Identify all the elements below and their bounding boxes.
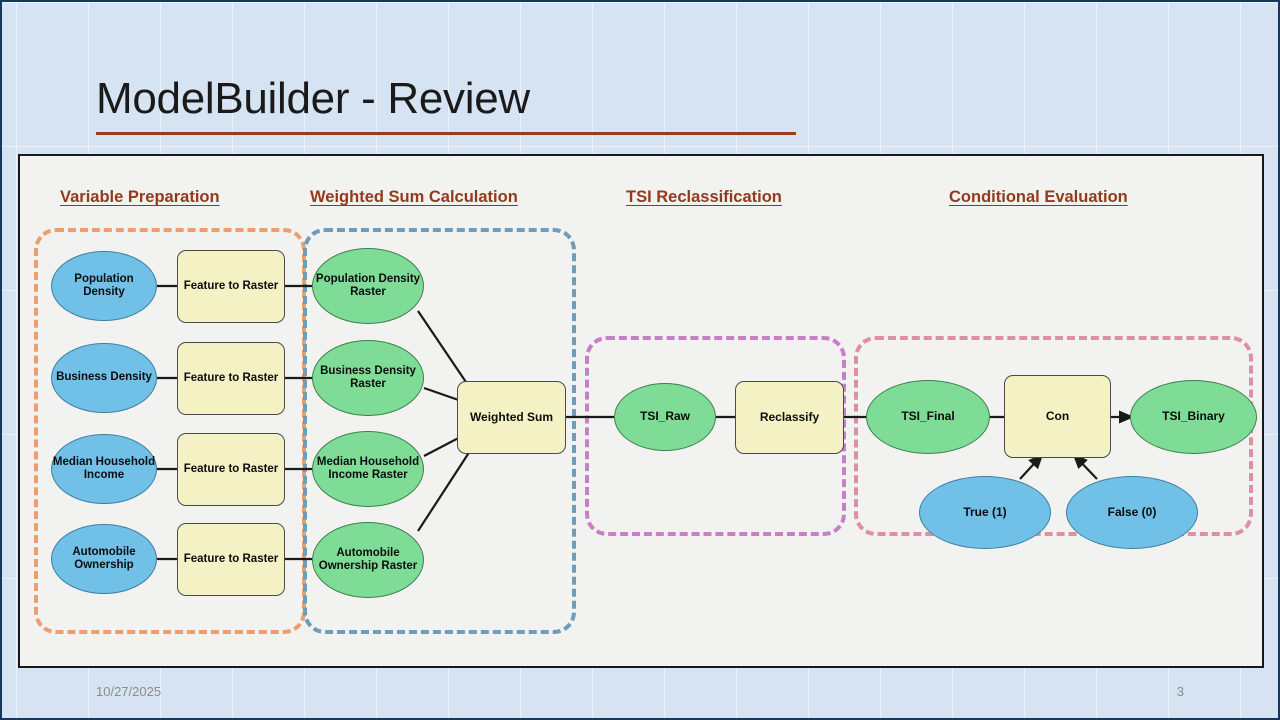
node-tsi-binary[interactable]: TSI_Binary [1130, 380, 1257, 454]
node-feature-to-raster-1[interactable]: Feature to Raster [177, 250, 285, 323]
section-header-tsi-reclassification: TSI Reclassification [626, 188, 782, 206]
node-label: False (0) [1107, 504, 1157, 519]
group-box-tsi-reclassification [585, 336, 846, 536]
node-weighted-sum[interactable]: Weighted Sum [457, 381, 566, 454]
section-header-variable-preparation: Variable Preparation [60, 188, 220, 206]
group-box-weighted-sum [303, 228, 576, 634]
node-population-density[interactable]: Population Density [51, 251, 157, 321]
node-business-density-raster[interactable]: Business Density Raster [312, 340, 424, 416]
node-median-household-income[interactable]: Median Household Income [51, 434, 157, 504]
footer-page-number: 3 [1176, 684, 1184, 699]
node-label: Feature to Raster [183, 371, 279, 384]
node-con[interactable]: Con [1004, 375, 1111, 458]
title-underline-rule [96, 131, 796, 135]
node-label: Population Density [74, 272, 134, 298]
section-header-weighted-sum: Weighted Sum Calculation [310, 188, 518, 206]
node-tsi-final[interactable]: TSI_Final [866, 380, 990, 454]
title-block: ModelBuilder - Review [96, 74, 796, 135]
footer-date: 10/27/2025 [96, 684, 162, 699]
node-median-household-income-raster[interactable]: Median Household Income Raster [312, 431, 424, 507]
node-feature-to-raster-2[interactable]: Feature to Raster [177, 342, 285, 415]
node-label: Automobile Ownership [72, 545, 136, 571]
node-label: Automobile Ownership Raster [318, 546, 418, 572]
node-reclassify[interactable]: Reclassify [735, 381, 844, 454]
node-true-value[interactable]: True (1) [919, 476, 1051, 549]
node-business-density[interactable]: Business Density [51, 343, 157, 413]
page-title: ModelBuilder - Review [96, 74, 530, 123]
node-label: Feature to Raster [183, 279, 279, 292]
node-label: Median Household Income Raster [316, 455, 420, 481]
node-automobile-ownership[interactable]: Automobile Ownership [51, 524, 157, 594]
node-label: Reclassify [759, 409, 820, 424]
node-population-density-raster[interactable]: Population Density Raster [312, 248, 424, 324]
node-automobile-ownership-raster[interactable]: Automobile Ownership Raster [312, 522, 424, 598]
node-label: Median Household Income [52, 455, 156, 481]
node-label: TSI_Final [901, 409, 955, 424]
node-false-value[interactable]: False (0) [1066, 476, 1198, 549]
node-label: Feature to Raster [183, 552, 279, 565]
node-label: Con [1045, 408, 1070, 423]
node-label: True (1) [963, 504, 1007, 519]
node-label: Population Density Raster [315, 272, 421, 298]
diagram-panel: Variable Preparation Weighted Sum Calcul… [18, 154, 1264, 668]
node-tsi-raw[interactable]: TSI_Raw [614, 383, 716, 451]
node-label: Business Density Raster [320, 364, 416, 390]
node-feature-to-raster-3[interactable]: Feature to Raster [177, 433, 285, 506]
node-feature-to-raster-4[interactable]: Feature to Raster [177, 523, 285, 596]
node-label: Business Density [56, 371, 152, 384]
section-header-conditional-evaluation: Conditional Evaluation [949, 188, 1128, 206]
group-box-conditional-evaluation [854, 336, 1253, 536]
node-label: Weighted Sum [469, 409, 554, 424]
node-label: Feature to Raster [183, 462, 279, 475]
node-label: TSI_Raw [639, 409, 690, 424]
node-label: TSI_Binary [1162, 409, 1225, 424]
